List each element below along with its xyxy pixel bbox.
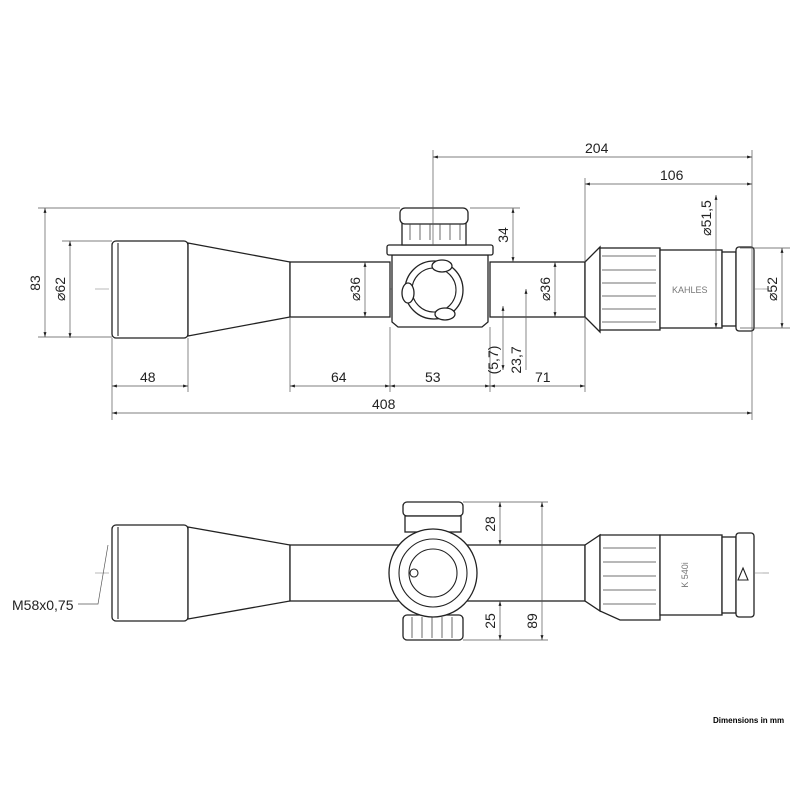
dim-dia-36-rear: ⌀36	[537, 277, 553, 301]
side-view: KAHLES	[27, 140, 790, 420]
turret-base-ring	[386, 244, 494, 256]
top-view: K 540i 28 25 89 M58x0,75	[12, 501, 770, 641]
dim-25: 25	[482, 613, 498, 629]
thread-label: M58x0,75	[12, 597, 74, 613]
elevation-scale	[401, 221, 467, 246]
objective-bell	[111, 524, 189, 622]
dim-89: 89	[524, 613, 540, 629]
objective-taper	[187, 242, 291, 337]
dim-83: 83	[27, 275, 43, 291]
ocular-taper	[584, 245, 601, 334]
dim-dia-52: ⌀52	[764, 277, 780, 301]
dim-dia-62: ⌀62	[52, 277, 68, 301]
windage-turret-knob	[388, 528, 478, 618]
dim-204: 204	[585, 140, 609, 156]
dim-53: 53	[425, 369, 441, 385]
dim-dia-51-5: ⌀51,5	[698, 200, 714, 236]
dim-dia-36-front: ⌀36	[347, 277, 363, 301]
brand-mark: KAHLES	[672, 285, 708, 295]
objective-taper	[187, 526, 291, 620]
elevation-turret-cap	[399, 207, 469, 225]
units-note: Dimensions in mm	[713, 716, 784, 725]
dim-48: 48	[140, 369, 156, 385]
elevation-turret-cap	[402, 501, 464, 517]
dim-34: 34	[495, 227, 511, 243]
model-mark: K 540i	[680, 562, 690, 588]
magnification-ring	[599, 247, 661, 331]
dim-28: 28	[482, 516, 498, 532]
ocular-taper	[584, 533, 601, 613]
objective-bell	[111, 240, 189, 339]
eyepiece-cap	[735, 246, 755, 332]
tube-rear	[489, 261, 586, 318]
magnification-ring	[599, 534, 661, 621]
dim-106: 106	[660, 167, 684, 183]
index-triangle-icon	[737, 566, 749, 581]
eyepiece-ring	[721, 536, 737, 614]
eyepiece-cap	[735, 532, 755, 618]
tube-front	[289, 261, 391, 318]
eyepiece-body	[659, 534, 723, 616]
dim-5-7: (5,7)	[485, 346, 501, 375]
eyepiece-ring	[721, 251, 737, 327]
dim-64: 64	[331, 369, 347, 385]
dim-71: 71	[535, 369, 551, 385]
dim-408: 408	[372, 396, 396, 412]
dim-23-7: 23,7	[508, 346, 524, 373]
